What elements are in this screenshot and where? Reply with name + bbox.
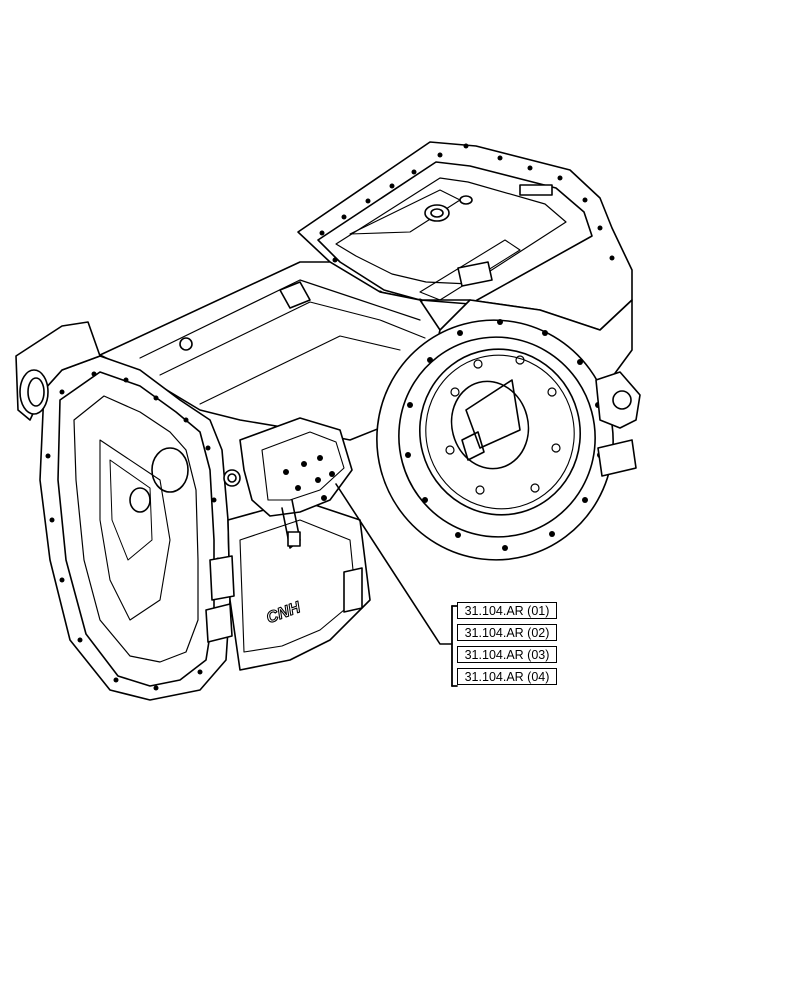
lower-wall: CNH bbox=[205, 499, 371, 671]
callout-leader bbox=[335, 483, 458, 687]
valve-assembly bbox=[223, 417, 353, 549]
side-flange bbox=[376, 319, 614, 561]
left-boss bbox=[15, 321, 101, 421]
reference-link-03[interactable]: 31.104.AR (03) bbox=[457, 646, 557, 663]
reference-link-04[interactable]: 31.104.AR (04) bbox=[457, 668, 557, 685]
front-frame bbox=[39, 355, 231, 701]
top-cover-flange bbox=[297, 141, 633, 331]
right-bracket bbox=[595, 371, 641, 477]
reference-link-02[interactable]: 31.104.AR (02) bbox=[457, 624, 557, 641]
reference-link-01[interactable]: 31.104.AR (01) bbox=[457, 602, 557, 619]
